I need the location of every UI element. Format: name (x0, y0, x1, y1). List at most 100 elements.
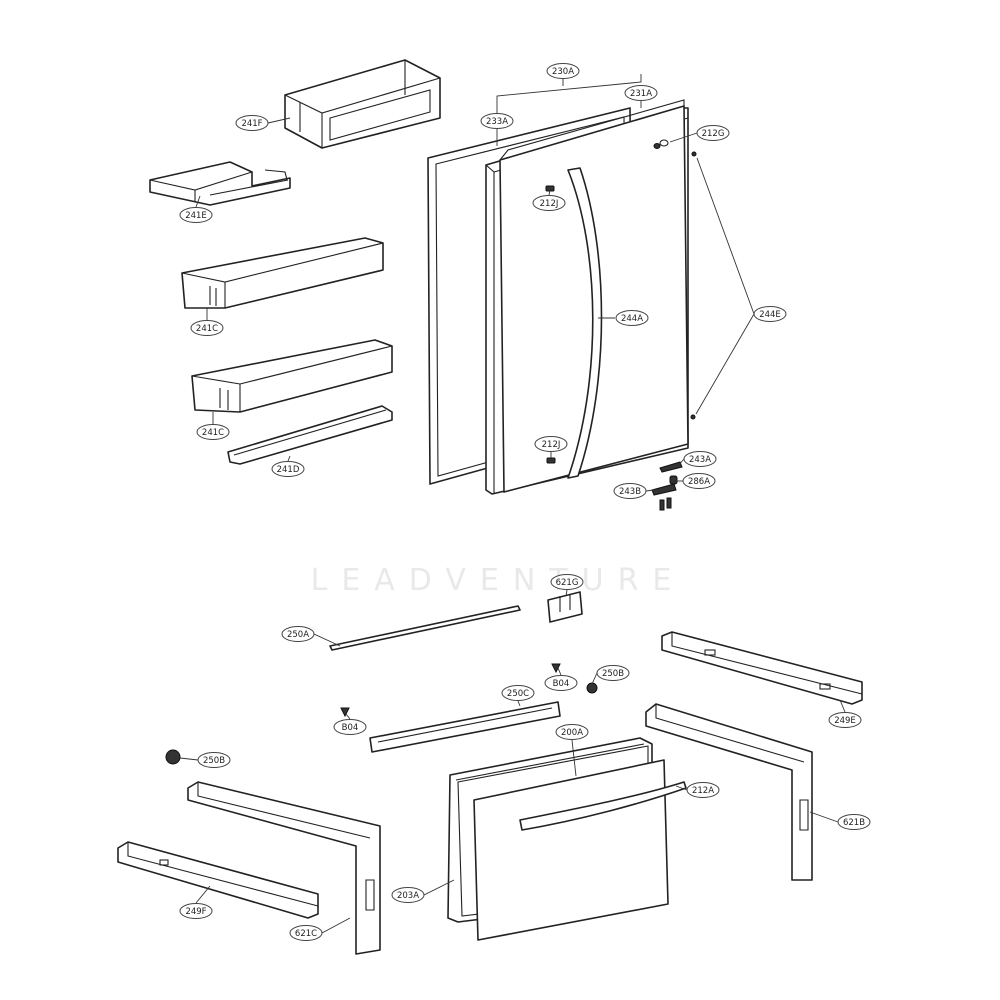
callout-B04-top: B04 (544, 675, 578, 691)
part-249E-rail-right (661, 631, 863, 705)
callout-oval (333, 719, 367, 735)
callout-241F: 241F (235, 115, 269, 131)
callout-label: 621G (556, 578, 579, 588)
part-243A-hinge (659, 461, 683, 473)
callout-oval (271, 461, 305, 477)
callout-label: B04 (553, 679, 570, 689)
part-286A-bushing (669, 475, 678, 485)
callout-212G: 212G (696, 125, 730, 141)
callout-230A: 230A (546, 63, 580, 79)
callout-oval (196, 424, 230, 440)
part-243B-hinge-plate (651, 483, 677, 511)
callout-label: 241D (277, 465, 300, 475)
callout-label: 621C (295, 929, 317, 939)
part-241E-tray (149, 161, 291, 206)
callout-oval (613, 483, 647, 499)
callout-label: 230A (552, 67, 574, 77)
callout-label: 250C (507, 689, 529, 699)
callout-oval (753, 306, 787, 322)
callout-621B: 621B (837, 814, 871, 830)
part-B04-screw-left (340, 707, 350, 718)
callout-241E: 241E (179, 207, 213, 223)
part-250A-rod (329, 605, 521, 651)
callout-oval (391, 887, 425, 903)
callout-oval (190, 320, 224, 336)
callout-241D: 241D (271, 461, 305, 477)
callout-oval (289, 925, 323, 941)
leader-lines (179, 74, 846, 934)
callout-250B-top: 250B (596, 665, 630, 681)
callout-label: 621B (843, 818, 865, 828)
part-621C-bracket-left (187, 781, 381, 955)
callout-label: 250B (203, 756, 225, 766)
part-241C-bin-upper (181, 237, 384, 309)
callout-212A: 212A (686, 782, 720, 798)
callout-233A: 233A (480, 113, 514, 129)
callout-243B: 243B (613, 483, 647, 499)
callout-label: 244A (621, 314, 643, 324)
part-241D-bar (227, 405, 393, 465)
callout-250B-left: 250B (197, 752, 231, 768)
callout-212J-bottom: 212J (534, 436, 568, 452)
callout-oval (235, 115, 269, 131)
callout-label: 231A (630, 89, 652, 99)
callout-label: 286A (688, 477, 710, 487)
callout-oval (624, 85, 658, 101)
callout-label: 249E (834, 716, 856, 726)
callout-label: 212A (692, 786, 714, 796)
part-250B-knob-top (586, 682, 598, 694)
callout-244E-top: 244E (753, 306, 787, 322)
part-212J-clip-bottom (546, 457, 556, 464)
callout-label: 200A (561, 728, 583, 738)
callout-B04-left: B04 (333, 719, 367, 735)
callout-286A: 286A (682, 473, 716, 489)
callout-621G: 621G (550, 574, 584, 590)
callout-label: 250A (287, 630, 309, 640)
part-241C-bin-lower (191, 339, 393, 413)
callout-label: 212G (702, 129, 725, 139)
callout-oval (179, 903, 213, 919)
callout-oval (683, 451, 717, 467)
callout-oval (555, 724, 589, 740)
callout-label: 241F (241, 119, 262, 129)
callout-250C: 250C (501, 685, 535, 701)
callout-243A: 243A (683, 451, 717, 467)
callout-oval (596, 665, 630, 681)
callout-249E: 249E (828, 712, 862, 728)
part-250C-bar (369, 701, 561, 753)
callout-label: 241C (196, 324, 218, 334)
callout-label: B04 (342, 723, 359, 733)
part-621G-bracket (547, 591, 583, 623)
part-244E-screws (690, 151, 697, 420)
part-244A-door-handle (567, 167, 603, 479)
part-212G-logo (653, 143, 661, 149)
callout-labels: 230A 231A 233A 212G 241F 241E 212J 244A 244E 241C… (179, 63, 871, 941)
callout-label: 233A (486, 117, 508, 127)
callout-212J-top: 212J (532, 195, 566, 211)
part-249F-rail-left (117, 841, 319, 919)
callout-249F: 249F (179, 903, 213, 919)
callout-oval (534, 436, 568, 452)
part-212A-drawer-handle (519, 781, 687, 831)
callout-oval (615, 310, 649, 326)
callout-241C-top: 241C (190, 320, 224, 336)
callout-oval (281, 626, 315, 642)
watermark-text: LEADVENTURE (311, 563, 686, 598)
callout-250A: 250A (281, 626, 315, 642)
callout-oval (179, 207, 213, 223)
callout-label: 243A (689, 455, 711, 465)
callout-label: 212J (542, 440, 561, 450)
callout-label: 212J (540, 199, 559, 209)
callout-203A: 203A (391, 887, 425, 903)
callout-oval (686, 782, 720, 798)
callout-241C-bottom: 241C (196, 424, 230, 440)
callout-621C: 621C (289, 925, 323, 941)
callout-oval (682, 473, 716, 489)
callout-label: 203A (397, 891, 419, 901)
callout-oval (696, 125, 730, 141)
part-250B-knob-left (165, 749, 181, 765)
callout-oval (501, 685, 535, 701)
callout-oval (544, 675, 578, 691)
callout-244A: 244A (615, 310, 649, 326)
